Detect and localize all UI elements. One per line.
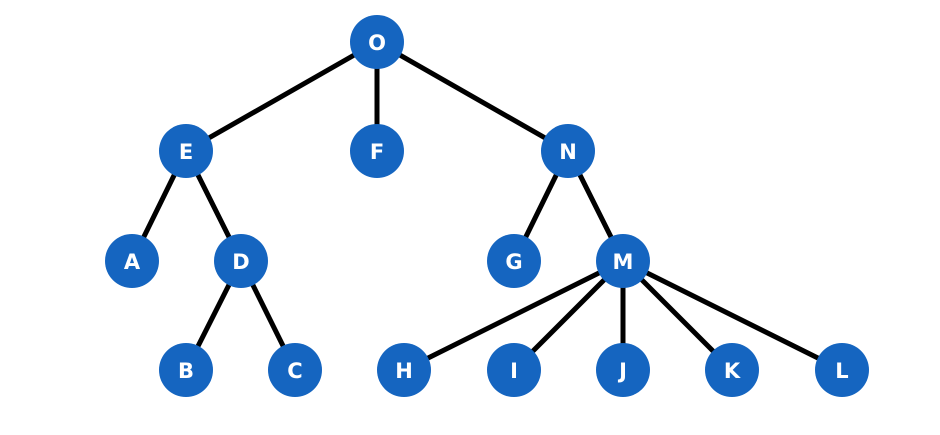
node-label: J [617, 359, 627, 383]
node-label: F [370, 140, 384, 164]
node-j: J [596, 343, 650, 397]
node-m: M [596, 234, 650, 288]
node-circle [487, 234, 541, 288]
edge-o-e [183, 39, 380, 154]
node-label: B [178, 359, 194, 383]
node-circle [214, 234, 268, 288]
node-d: D [214, 234, 268, 288]
node-label: K [724, 359, 741, 383]
node-label: L [835, 359, 848, 383]
node-label: D [232, 250, 249, 274]
node-b: B [159, 343, 213, 397]
node-c: C [268, 343, 322, 397]
node-f: F [350, 124, 404, 178]
node-circle [596, 234, 650, 288]
node-label: G [505, 250, 522, 274]
tree-nodes: O E F N A D G M B C H I J K L [105, 15, 869, 397]
edge-o-n [374, 39, 571, 154]
node-circle [159, 343, 213, 397]
edge-m-l [620, 258, 845, 373]
edge-m-h [401, 258, 626, 373]
node-circle [815, 343, 869, 397]
node-label: M [613, 250, 634, 274]
node-o: O [350, 15, 404, 69]
node-circle [268, 343, 322, 397]
node-n: N [541, 124, 595, 178]
node-circle [377, 343, 431, 397]
node-label: N [559, 140, 577, 164]
node-label: H [395, 359, 413, 383]
node-label: O [368, 31, 386, 55]
node-l: L [815, 343, 869, 397]
node-g: G [487, 234, 541, 288]
tree-edges [129, 39, 845, 373]
node-circle [705, 343, 759, 397]
node-a: A [105, 234, 159, 288]
node-circle [596, 343, 650, 397]
node-circle [541, 124, 595, 178]
node-label: E [179, 140, 193, 164]
node-circle [105, 234, 159, 288]
node-label: C [287, 359, 302, 383]
node-circle [487, 343, 541, 397]
node-circle [159, 124, 213, 178]
node-e: E [159, 124, 213, 178]
node-label: A [124, 250, 141, 274]
node-circle [350, 15, 404, 69]
node-k: K [705, 343, 759, 397]
node-h: H [377, 343, 431, 397]
node-label: I [510, 359, 518, 383]
node-i: I [487, 343, 541, 397]
node-circle [350, 124, 404, 178]
